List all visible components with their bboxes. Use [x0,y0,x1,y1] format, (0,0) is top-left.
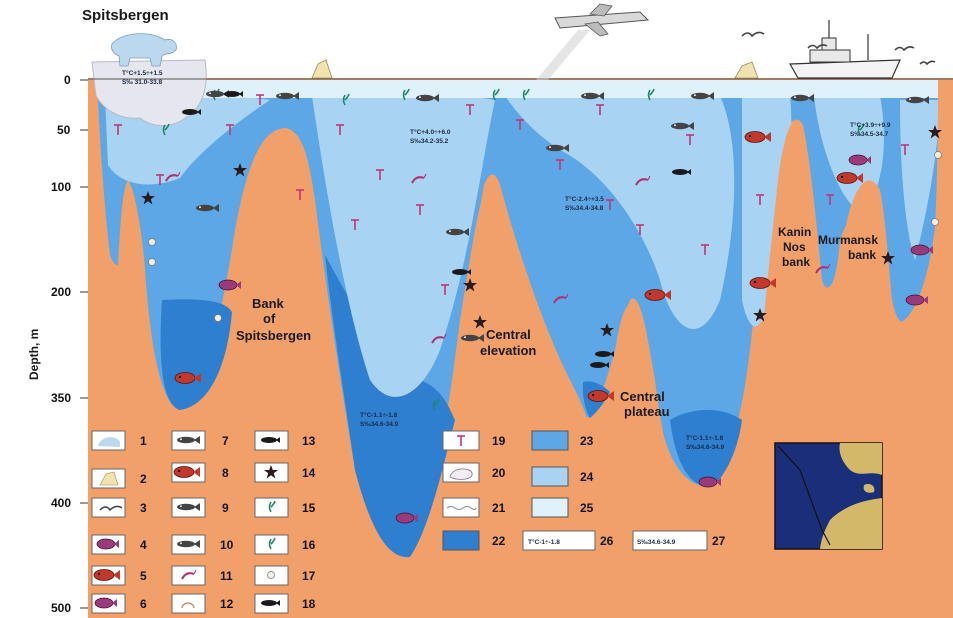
svg-text:22: 22 [492,534,506,548]
legend-item-21: 21 [443,498,506,517]
svg-text:15: 15 [302,501,316,515]
svg-text:17: 17 [302,569,316,583]
svg-text:25: 25 [580,501,594,515]
svg-text:T°C+4.0÷+6.0: T°C+4.0÷+6.0 [410,128,451,136]
legend-item-16: 16 [255,535,316,554]
legend-item-13: 13 [255,431,316,450]
central-plateau-label: Central plateau [620,389,670,419]
depth-tick: 350 [51,391,71,405]
svg-text:S‰34.4-34.8: S‰34.4-34.8 [565,205,604,212]
svg-text:S‰34.5-34.7: S‰34.5-34.7 [850,131,889,138]
svg-text:14: 14 [302,466,316,480]
svg-text:3: 3 [140,501,147,515]
svg-text:T°C+3.9÷+9.9: T°C+3.9÷+9.9 [850,121,891,129]
svg-text:S‰34.2-35.2: S‰34.2-35.2 [410,138,449,145]
legend-item-23: 23 [532,431,594,450]
svg-text:Nos: Nos [783,240,806,254]
legend-item-20: 20 [443,463,506,482]
svg-text:2: 2 [140,472,147,486]
svg-text:T°C-2.4÷+3.5: T°C-2.4÷+3.5 [565,195,604,203]
svg-text:1: 1 [140,434,147,448]
legend-item-24: 24 [532,467,594,486]
depth-tick: 50 [57,123,71,137]
legend-item-17: 17 [255,566,316,585]
legend-item-12: 12 [172,594,234,613]
svg-text:26: 26 [600,534,614,548]
legend-item-26: T°C-1÷-1.8 26 [523,531,614,550]
svg-text:Central: Central [486,327,531,342]
svg-text:T°C-1.1÷-1.8: T°C-1.1÷-1.8 [360,411,398,419]
ship-icon [790,20,900,78]
svg-text:of: of [263,311,276,326]
svg-text:23: 23 [580,434,594,448]
svg-text:18: 18 [302,597,316,611]
svg-text:27: 27 [712,534,726,548]
legend-item-27: S‰34.6-34.9 27 [633,531,726,550]
depth-tick: 400 [51,496,71,510]
legend-item-11: 11 [172,566,233,585]
legend-item-15: 15 [255,498,316,517]
svg-text:Bank: Bank [252,296,285,311]
spitsbergen-label: Spitsbergen [82,7,169,24]
svg-text:19: 19 [492,434,506,448]
svg-text:bank: bank [782,255,810,269]
svg-text:20: 20 [492,466,506,480]
svg-text:Spitsbergen: Spitsbergen [236,328,311,343]
svg-text:S‰34.6-34.9: S‰34.6-34.9 [637,539,676,546]
svg-text:S‰ 31.0-33.8: S‰ 31.0-33.8 [122,79,162,86]
iceberg-icons [312,60,758,78]
svg-text:4: 4 [140,538,147,552]
svg-text:S‰34.6-34.9: S‰34.6-34.9 [686,444,725,451]
svg-text:10: 10 [220,538,234,552]
svg-text:5: 5 [140,569,147,583]
depth-axis-title: Depth, m [27,329,41,380]
svg-text:S‰34.6-34.9: S‰34.6-34.9 [360,421,399,428]
depth-tick: 100 [51,180,71,194]
svg-text:bank: bank [848,248,876,262]
svg-text:13: 13 [302,434,316,448]
svg-text:8: 8 [222,466,229,480]
legend-item-19: 19 [443,431,506,450]
svg-text:Central: Central [620,389,665,404]
depth-tick: 0 [64,73,71,87]
svg-text:T°C-1÷-1.8: T°C-1÷-1.8 [528,538,560,546]
legend-item-25: 25 [532,498,594,517]
legend-item-10: 10 [172,535,234,554]
svg-text:plateau: plateau [624,404,670,419]
svg-text:24: 24 [580,470,594,484]
svg-text:7: 7 [222,434,229,448]
central-elevation-label: Central elevation [480,327,536,358]
svg-text:elevation: elevation [480,343,536,358]
svg-text:Murmansk: Murmansk [818,233,878,247]
svg-text:T°C+1.5÷+1.5: T°C+1.5÷+1.5 [122,69,163,77]
svg-text:11: 11 [220,569,233,583]
airplane-icon [536,4,648,80]
depth-axis: Depth, m 0 50 100 200 350 400 500 [27,73,88,615]
svg-text:T°C-1.1÷-1.8: T°C-1.1÷-1.8 [686,434,724,442]
legend-item-22: 22 [443,531,506,550]
svg-text:9: 9 [222,501,229,515]
svg-text:16: 16 [302,538,316,552]
legend-item-14: 14 [255,463,316,482]
legend-item-18: 18 [255,594,316,613]
svg-text:Kanin: Kanin [778,225,811,239]
depth-tick: 200 [51,285,71,299]
svg-text:21: 21 [492,501,506,515]
svg-text:6: 6 [140,597,147,611]
depth-tick: 500 [51,601,71,615]
svg-text:12: 12 [220,597,234,611]
inset-map [775,443,882,549]
